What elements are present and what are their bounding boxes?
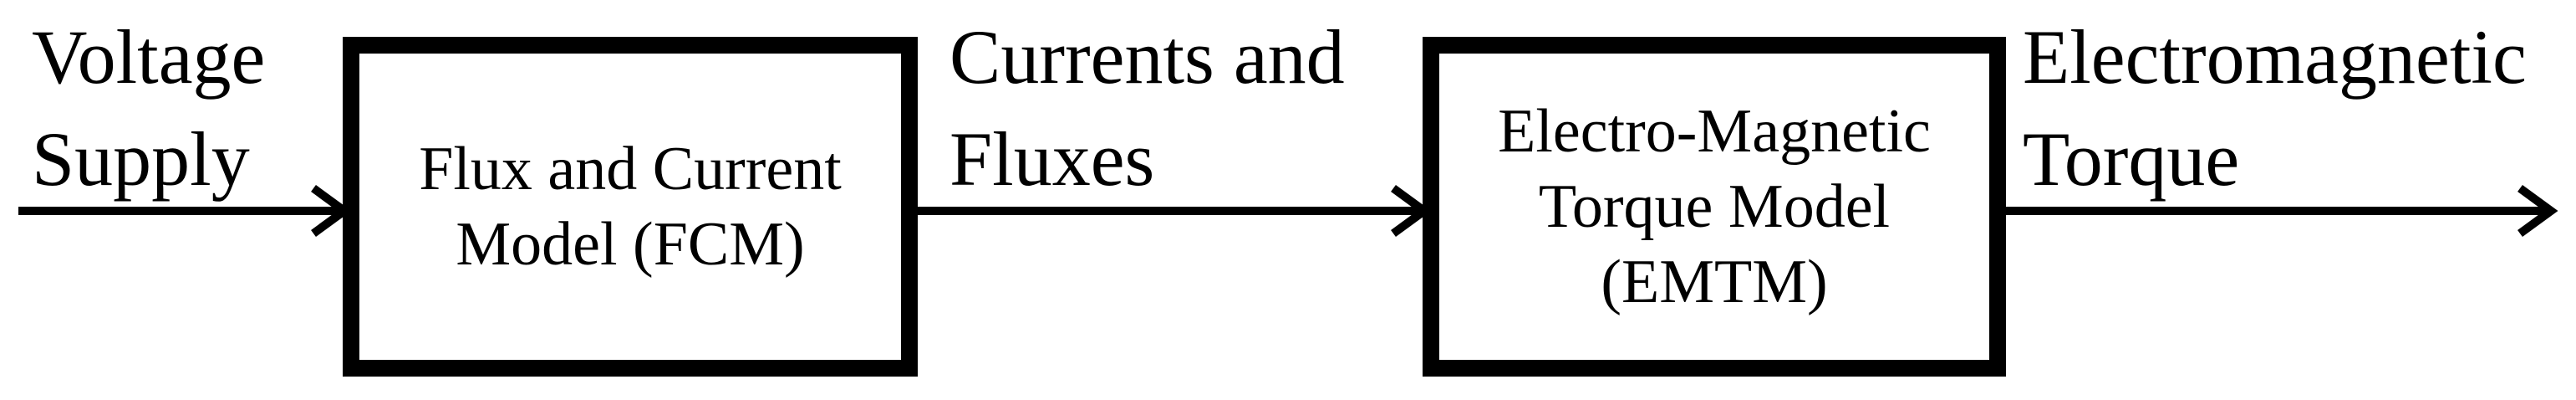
emtm-block: Electro-Magnetic Torque Model (EMTM) (1423, 37, 2006, 377)
middle-signal-line-2: Fluxes (949, 116, 1155, 202)
output-signal-line-2: Torque (2023, 116, 2240, 202)
emtm-block-line-1: Electro-Magnetic (1498, 97, 1931, 166)
emtm-block-line-2: Torque Model (1538, 172, 1891, 241)
fcm-block-line-1: Flux and Current (419, 135, 842, 203)
emtm-block-line-3: (EMTM) (1601, 248, 1828, 316)
input-signal-line-1: Voltage (32, 14, 266, 100)
fcm-block-line-2: Model (FCM) (456, 210, 805, 279)
output-signal-line-1: Electromagnetic (2023, 14, 2527, 100)
middle-signal-line-1: Currents and (949, 14, 1345, 100)
output-arrow-head (2517, 184, 2558, 238)
fcm-block: Flux and Current Model (FCM) (343, 37, 918, 377)
input-signal-line-2: Supply (32, 116, 250, 202)
